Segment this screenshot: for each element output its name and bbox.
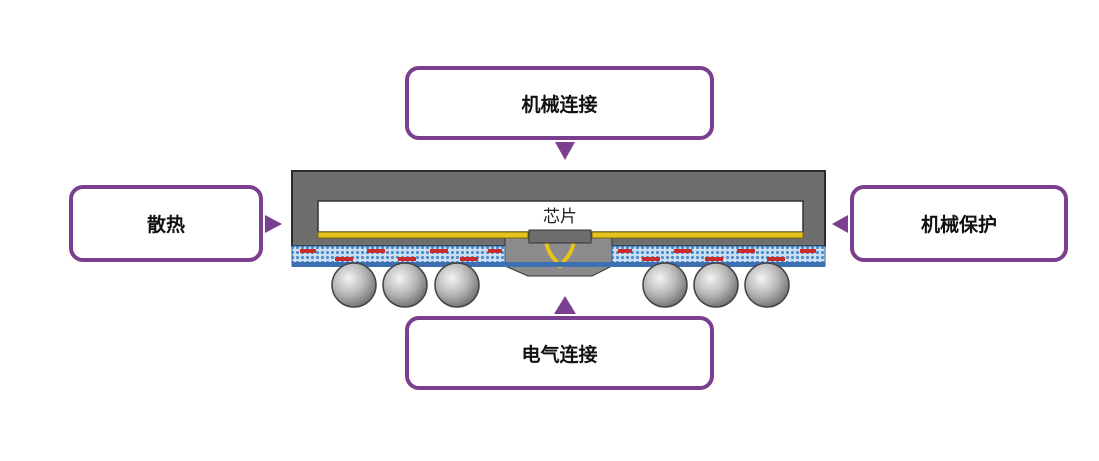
solder-ball <box>331 262 377 308</box>
callout-electrical-connection: 电气连接 <box>405 316 714 390</box>
solder-balls <box>331 262 790 308</box>
red-pads <box>300 249 816 261</box>
solder-ball <box>434 262 480 308</box>
callout-mechanical-protection: 机械保护 <box>850 185 1068 262</box>
solder-ball <box>642 262 688 308</box>
chip-label: 芯片 <box>543 207 577 227</box>
wire-bond <box>544 239 576 269</box>
callout-mechanical-connection: 机械连接 <box>405 66 714 140</box>
pointer-left <box>265 215 282 233</box>
pointer-bottom <box>554 296 576 314</box>
bump-layer-right <box>591 231 804 239</box>
substrate-bottom <box>292 262 825 267</box>
pointer-right <box>832 215 848 233</box>
bump-layer-left <box>317 231 529 239</box>
solder-ball <box>382 262 428 308</box>
solder-ball <box>693 262 739 308</box>
center-pillar <box>528 229 592 244</box>
callout-heat-dissipation: 散热 <box>69 185 263 262</box>
pointer-top <box>555 142 575 160</box>
solder-ball <box>744 262 790 308</box>
